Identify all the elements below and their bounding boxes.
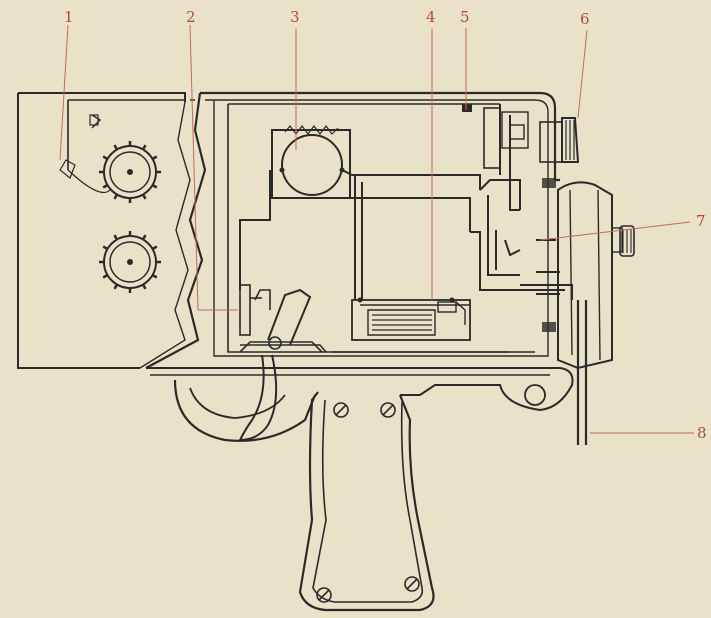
sprocket-tooth	[113, 234, 119, 241]
label-5: 5	[460, 8, 470, 26]
pistol-grip	[146, 354, 574, 612]
sprocket-tooth	[141, 144, 147, 151]
focus-knob	[539, 117, 580, 188]
label-6: 6	[580, 10, 590, 28]
sprocket-tooth	[141, 283, 147, 290]
sprocket-tooth	[102, 273, 109, 279]
leader-lines	[59, 24, 694, 434]
sprocket-tooth	[102, 155, 109, 161]
battery-box	[542, 181, 635, 370]
sprocket-tooth	[151, 155, 158, 161]
sprocket-tooth	[151, 183, 158, 189]
label-4: 4	[426, 8, 436, 26]
number-labels: 1 2 3 4 5 6 7 8	[64, 8, 707, 442]
sprocket-tooth	[113, 193, 119, 200]
sprocket-tooth	[113, 144, 119, 151]
label-7: 7	[696, 212, 706, 230]
label-1: 1	[64, 8, 74, 26]
relay-coil	[351, 297, 471, 341]
sprocket-tooth	[151, 273, 158, 279]
motor	[271, 125, 351, 199]
sprocket-upper	[99, 141, 161, 203]
label-2: 2	[186, 8, 196, 26]
camera-body	[145, 91, 560, 369]
switch-block	[462, 104, 529, 169]
sprocket-tooth	[151, 245, 158, 251]
cable	[576, 300, 588, 445]
sprocket-lower	[99, 231, 161, 293]
trigger-mechanism	[239, 284, 323, 353]
wiring	[239, 104, 565, 300]
label-3: 3	[290, 8, 300, 26]
sprocket-tooth	[113, 283, 119, 290]
film-magazine	[17, 92, 191, 369]
contacts	[520, 239, 573, 300]
sprocket-tooth	[102, 245, 109, 251]
sprocket-tooth	[141, 234, 147, 241]
sprocket-tooth	[102, 183, 109, 189]
sprocket-tooth	[141, 193, 147, 200]
label-8: 8	[697, 424, 707, 442]
